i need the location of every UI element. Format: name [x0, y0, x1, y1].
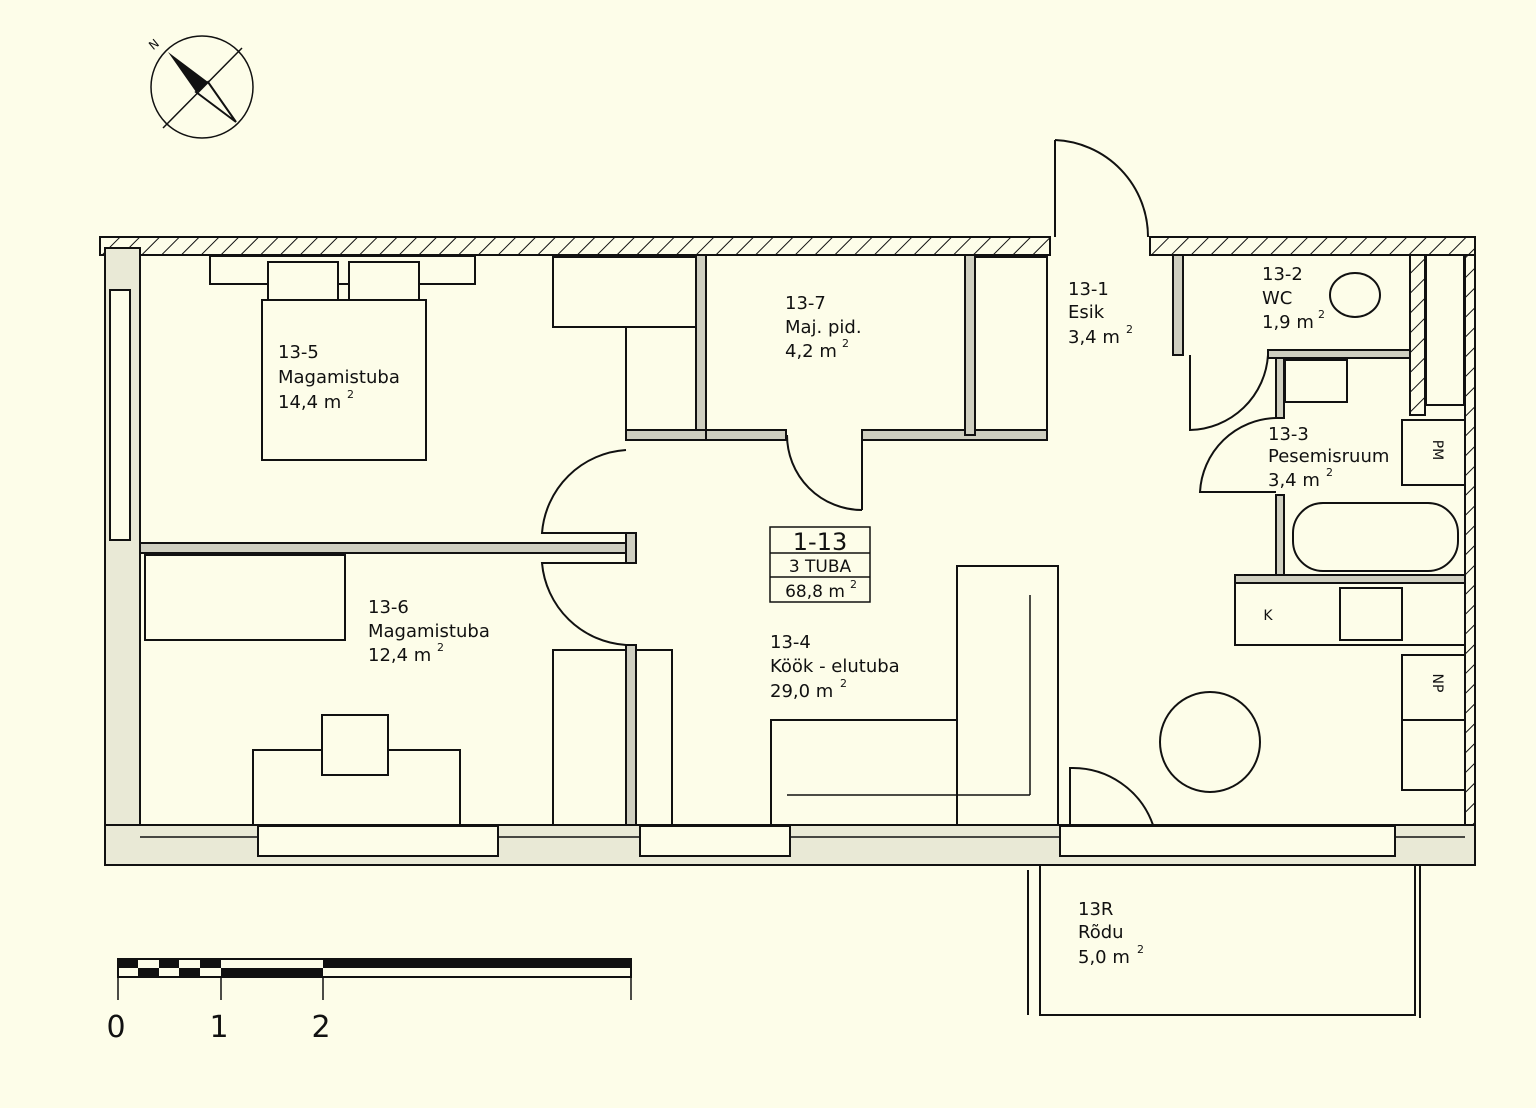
- rooms-1-name: Maj. pid.: [785, 317, 862, 338]
- rooms-2-name: Esik: [1068, 302, 1105, 323]
- apartment-label: 1-13 3 TUBA 68,8 m 2: [769, 526, 871, 603]
- rooms-3-area: 1,9 m: [1262, 312, 1314, 333]
- rooms-2-sup: 2: [1126, 323, 1133, 336]
- rooms-7-sup: 2: [1137, 943, 1144, 956]
- appliance-pm-label: PM: [1429, 440, 1445, 461]
- apartment-number: 1-13: [793, 528, 847, 556]
- rooms-2-area: 3,4 m: [1068, 327, 1120, 348]
- rooms-6-id: 13-4: [770, 632, 811, 653]
- scale-tick-0: 0: [106, 1010, 125, 1045]
- furniture: [144, 254, 1466, 826]
- room-label-13-3: 13-3 Pesemisruum 3,4 m 2: [1268, 424, 1389, 491]
- rooms-2-id: 13-1: [1068, 279, 1109, 300]
- balcony: [1027, 864, 1421, 1018]
- rooms-5-name: Magamistuba: [368, 621, 490, 642]
- room-label-13-2: 13-2 WC 1,9 m 2: [1262, 264, 1325, 333]
- appliance-np-label: NP: [1429, 674, 1445, 693]
- rooms-1-area: 4,2 m: [785, 341, 837, 362]
- interior-walls: [139, 254, 1466, 826]
- rooms-0-sup: 2: [347, 388, 354, 401]
- rooms-3-sup: 2: [1318, 308, 1325, 321]
- room-label-13-5: 13-5 Magamistuba 14,4 m 2: [278, 342, 400, 413]
- room-label-13-4: 13-4 Köök - elutuba 29,0 m 2: [770, 632, 900, 702]
- rooms-7-name: Rõdu: [1078, 922, 1124, 943]
- rooms-7-id: 13R: [1078, 899, 1113, 920]
- rooms-5-sup: 2: [437, 641, 444, 654]
- apartment-area_sup: 2: [850, 578, 857, 591]
- apartment-area: 68,8 m: [785, 582, 845, 602]
- rooms-4-sup: 2: [1326, 466, 1333, 479]
- rooms-4-id: 13-3: [1268, 424, 1309, 445]
- compass-icon: N: [146, 35, 254, 139]
- scale-tick-2: 2: [311, 1010, 330, 1045]
- rooms-6-area: 29,0 m: [770, 681, 833, 702]
- rooms-3-name: WC: [1262, 288, 1292, 309]
- apartment-rooms: 3 TUBA: [789, 557, 852, 577]
- rooms-6-name: Köök - elutuba: [770, 656, 900, 677]
- north-label: N: [146, 36, 162, 52]
- scale-bar: 0 1 2: [106, 958, 632, 1045]
- rooms-1-sup: 2: [842, 337, 849, 350]
- windows: [257, 825, 1396, 857]
- rooms-0-area: 14,4 m: [278, 392, 341, 413]
- appliance-k-label: K: [1263, 608, 1273, 624]
- rooms-3-id: 13-2: [1262, 264, 1303, 285]
- rooms-0-id: 13-5: [278, 342, 319, 363]
- room-label-13-7: 13-7 Maj. pid. 4,2 m 2: [785, 293, 862, 362]
- rooms-5-id: 13-6: [368, 597, 409, 618]
- room-label-13R: 13R Rõdu 5,0 m 2: [1078, 899, 1144, 968]
- doors: [540, 139, 1277, 826]
- rooms-6-sup: 2: [840, 677, 847, 690]
- rooms-4-area: 3,4 m: [1268, 470, 1320, 491]
- rooms-5-area: 12,4 m: [368, 645, 431, 666]
- rooms-1-id: 13-7: [785, 293, 826, 314]
- rooms-7-area: 5,0 m: [1078, 947, 1130, 968]
- room-label-13-6: 13-6 Magamistuba 12,4 m 2: [368, 597, 490, 666]
- room-label-13-1: 13-1 Esik 3,4 m 2: [1068, 279, 1133, 348]
- scale-tick-1: 1: [209, 1010, 228, 1045]
- rooms-0-name: Magamistuba: [278, 367, 400, 388]
- rooms-4-name: Pesemisruum: [1268, 446, 1389, 467]
